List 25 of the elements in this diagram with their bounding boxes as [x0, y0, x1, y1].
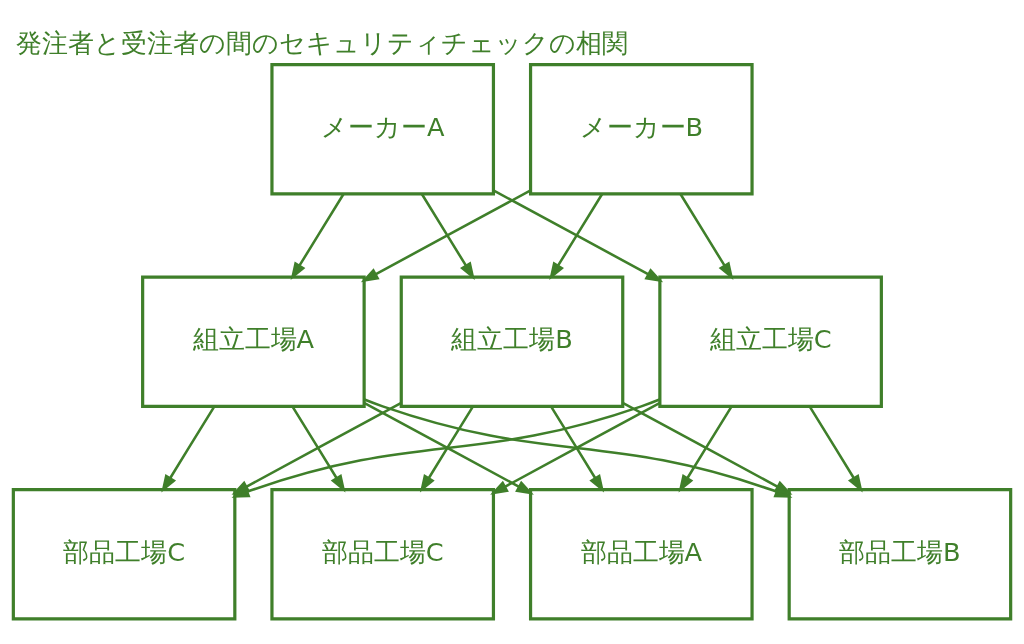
node-box: メーカーA	[270, 62, 496, 195]
arrow	[678, 405, 733, 493]
arrow	[291, 405, 346, 493]
arrow	[290, 192, 345, 280]
arrow	[420, 192, 475, 280]
arrow	[550, 405, 605, 493]
arrow	[363, 401, 534, 495]
arrow	[493, 189, 664, 282]
node-box: 組立工場A	[141, 274, 366, 408]
diagram-title: 発注者と受注者の間のセキュリティチェックの相関	[15, 27, 628, 58]
arrow	[490, 401, 661, 495]
node-box: 部品工場A	[528, 487, 754, 620]
arrow	[622, 401, 793, 495]
arrow	[808, 405, 863, 493]
node-box: 部品工場C	[11, 487, 237, 620]
arrow	[419, 405, 474, 493]
node-box: 部品工場C	[270, 487, 496, 620]
node-box: メーカーB	[528, 62, 754, 195]
arrow	[549, 192, 604, 280]
node-box: 組立工場B	[399, 274, 625, 408]
node-box: 組立工場C	[658, 274, 883, 408]
arrow	[679, 192, 734, 280]
node-box: 部品工場B	[787, 487, 1013, 620]
arrow	[161, 405, 216, 493]
arrow	[360, 189, 531, 282]
